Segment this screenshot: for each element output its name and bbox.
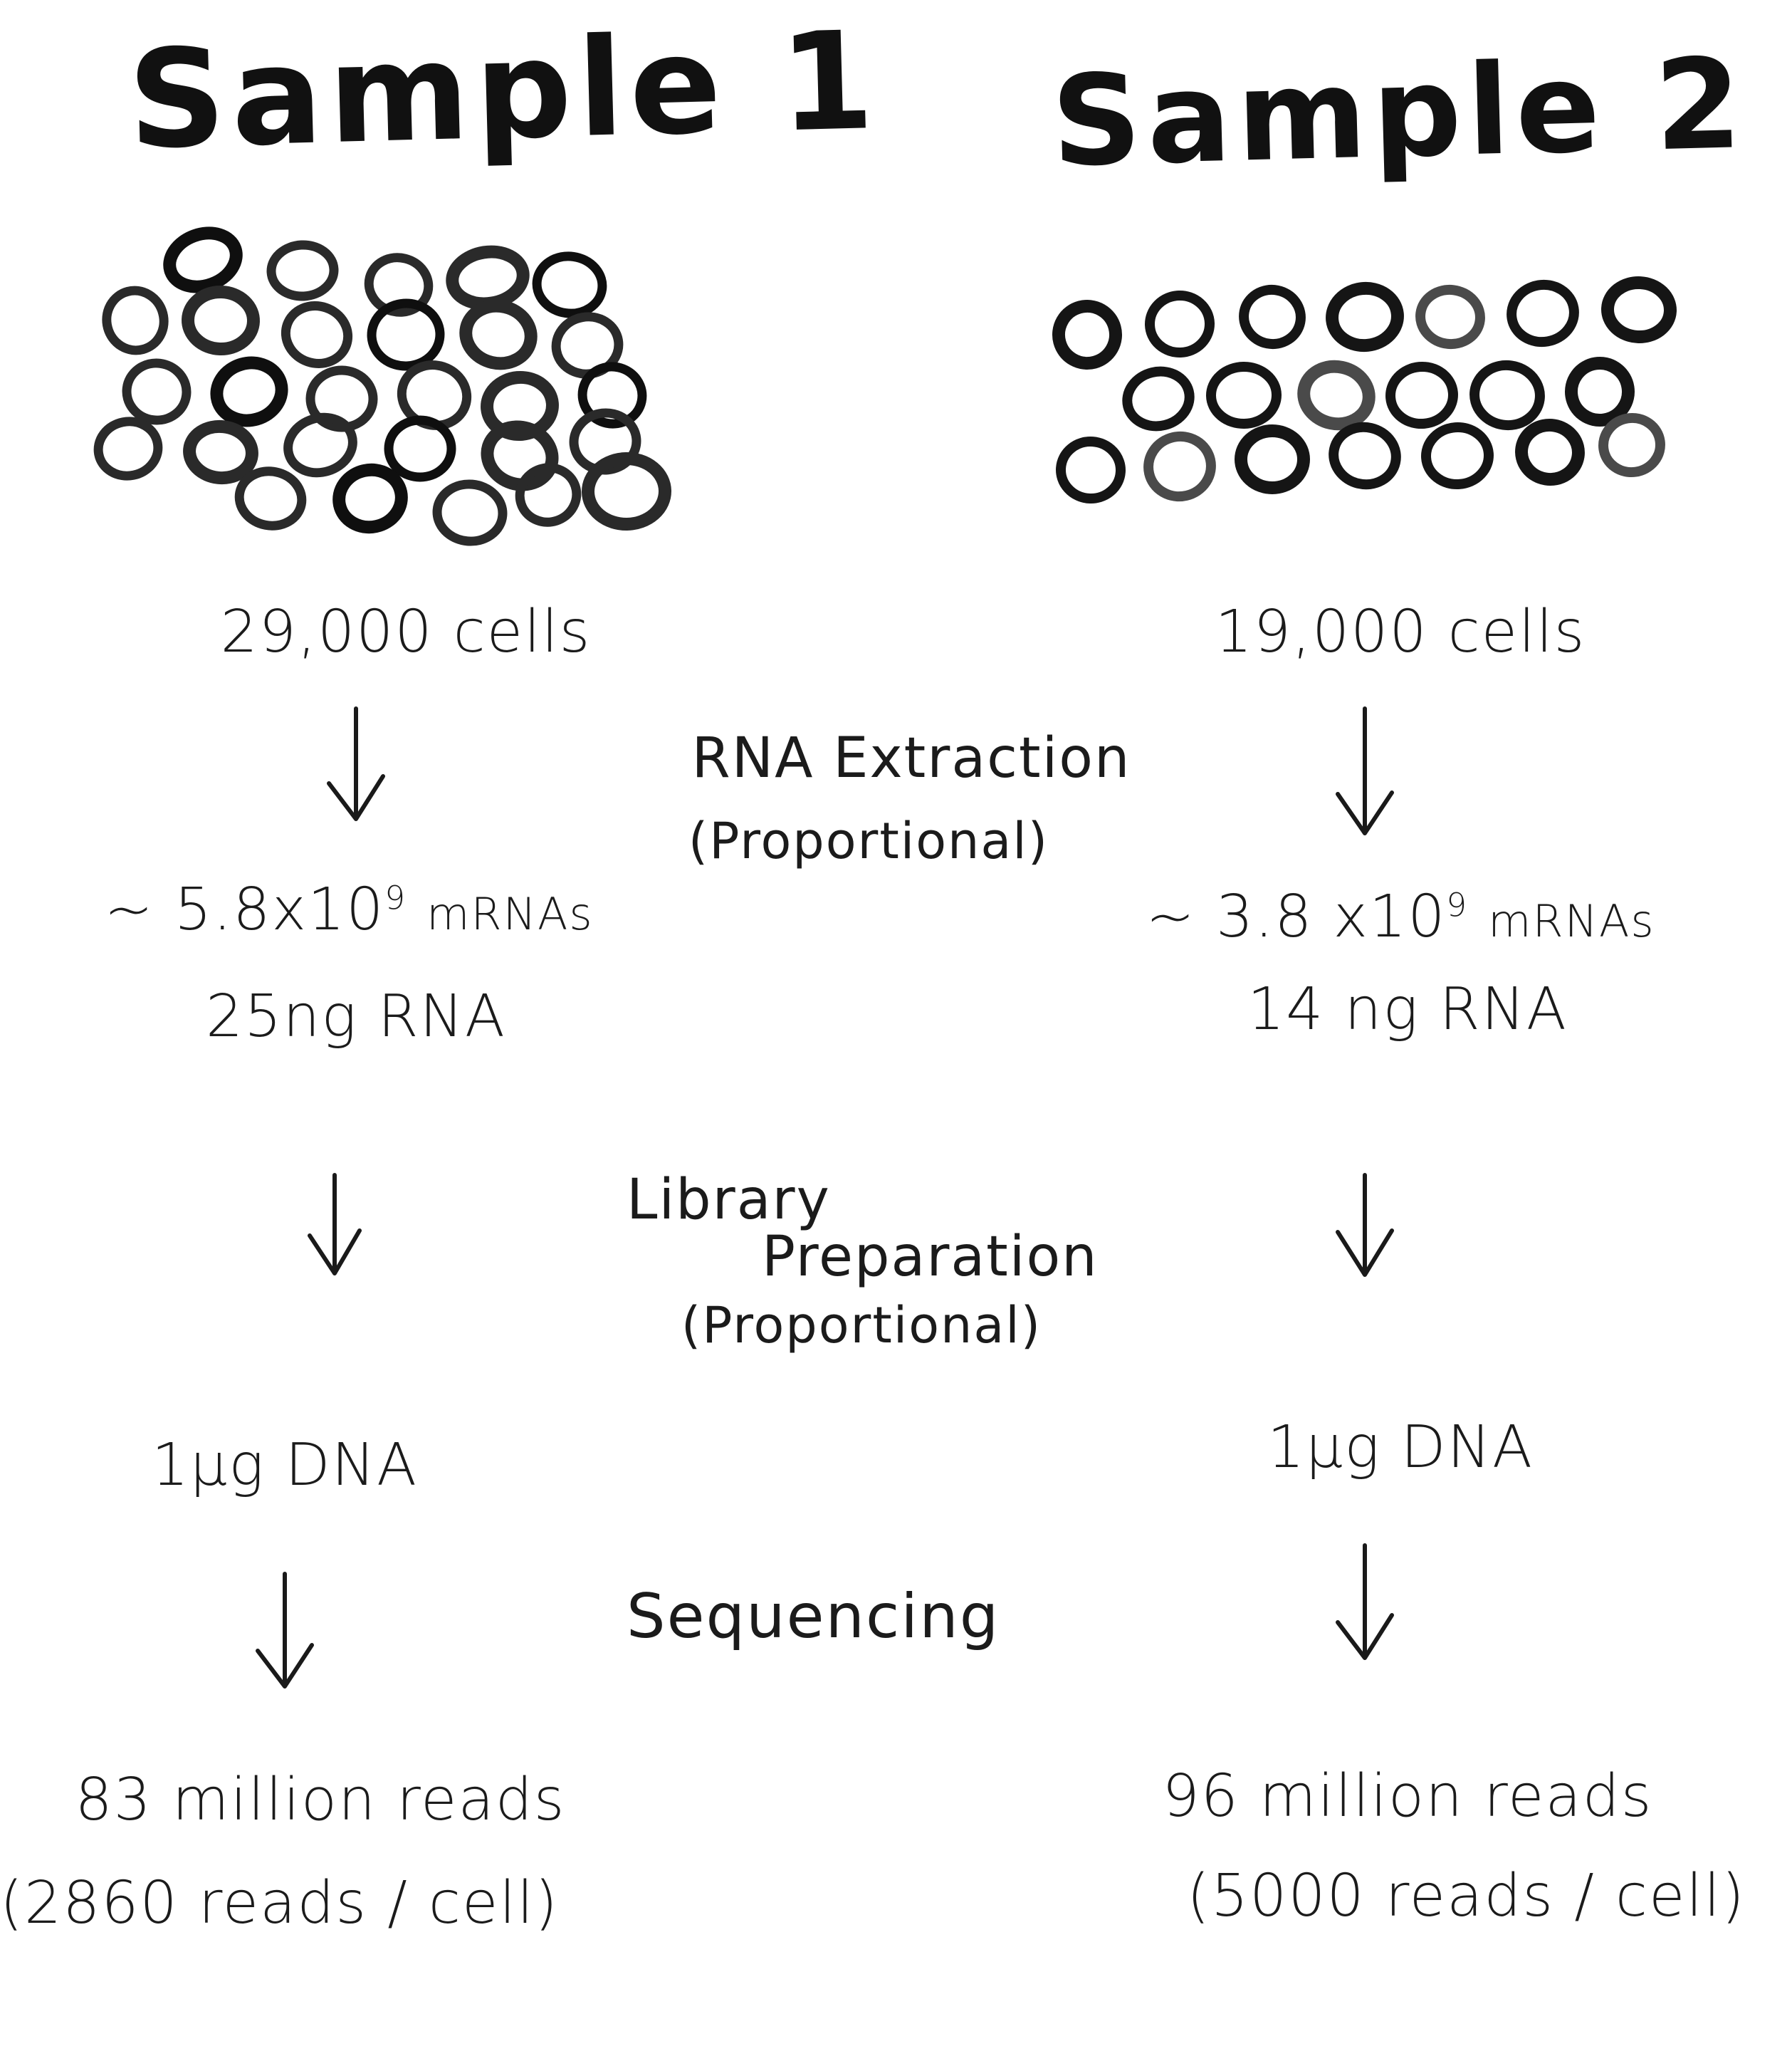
cell-ring [367,298,445,371]
cell-ring [481,370,559,442]
cell-ring [163,226,243,293]
sample-2-mrna-exponent: 9 [1446,886,1469,924]
cell-ring [1206,361,1282,429]
cell-ring [1052,300,1122,370]
cell-ring [1415,284,1485,350]
step-rna-extraction: RNA Extraction [691,726,1131,790]
cell-ring [266,240,339,301]
cell-ring [102,286,169,355]
down-arrow-icon [1336,1543,1394,1660]
cell-ring [1326,281,1404,353]
cell-ring [1143,431,1216,502]
sample-2-title: Sample 2 [1049,31,1749,195]
cell-ring [1565,357,1635,427]
cell-ring [1297,360,1376,431]
sample-2-cell-count: 19,000 cells [1215,598,1586,666]
sample-1-reads-per-cell: (2860 reads / cell) [0,1869,559,1937]
down-arrow-icon [1336,706,1394,835]
sample-1-mrna-value: ~ 5.8x10 [104,876,385,944]
cell-ring [459,299,538,370]
sample-2-mrna-value: ~ 3.8 x10 [1146,883,1447,951]
cell-ring [281,301,353,368]
cell-ring [283,412,357,478]
cell-ring [332,463,408,534]
cell-ring [1329,422,1401,490]
sample-1-cell-cluster [93,226,671,546]
sample-1-mrna-exponent: 9 [384,879,407,917]
cell-ring [577,362,647,429]
step-library-note: (Proportional) [681,1296,1042,1355]
step-library-line-1: Library [627,1168,831,1232]
step-sequencing: Sequencing [627,1581,1000,1652]
cell-ring [234,466,307,531]
sample-2-reads-per-cell: (5000 reads / cell) [1187,1862,1746,1930]
sample-1-reads: 83 million reads [75,1766,566,1834]
cell-ring [384,415,456,482]
sample-1-mrna-count: ~ 5.8x109 mRNAs [28,876,669,944]
cell-ring [183,419,258,485]
cell-ring [1145,290,1215,358]
cell-ring [1598,412,1665,478]
cell-ring [1235,424,1310,494]
sample-2-reads: 96 million reads [1162,1763,1653,1830]
sample-2-rna-mass: 14 ng RNA [1247,976,1568,1043]
cell-ring [122,358,192,425]
cell-ring [93,417,163,481]
cell-ring [1421,422,1494,490]
cell-ring [446,245,530,310]
cell-ring [364,253,434,317]
cell-ring [432,479,508,546]
step-rna-extraction-note: (Proportional) [688,812,1049,870]
cell-ring [532,251,607,318]
cell-ring [1056,436,1126,504]
cell-ring [1507,279,1579,348]
sample-1-rna-mass: 25ng RNA [206,983,506,1050]
cell-ring [1239,284,1306,350]
sample-2-mrna-count: ~ 3.8 x109 mRNAs [1080,883,1721,951]
cell-ring [1515,418,1585,486]
down-arrow-icon [327,706,385,821]
cell-ring [1469,360,1545,431]
cell-ring [582,452,671,531]
cell-ring [1122,366,1195,432]
cell-ring [1385,361,1458,429]
sample-2-mrna-unit: mRNAs [1488,895,1655,947]
cell-ring [210,356,288,427]
sample-2-column: Sample 2 19,000 cells ~ 3.8 x109 mRNAs 1… [1009,0,1792,2051]
cell-ring [1601,276,1677,344]
cell-ring [182,285,260,356]
cell-ring [515,463,582,527]
sample-1-cell-count: 29,000 cells [220,598,592,666]
sample-1-dna-mass: 1µg DNA [151,1431,419,1499]
down-arrow-icon [1336,1173,1394,1277]
step-library-line-2: Preparation [762,1225,1099,1289]
sample-1-column: Sample 1 29,000 cells ~ 5.8x109 mRNAs 25… [0,0,882,2051]
down-arrow-icon [308,1173,362,1275]
down-arrow-icon [256,1572,314,1689]
sample-2-dna-mass: 1µg DNA [1267,1414,1534,1481]
sample-2-cell-cluster [1052,276,1677,504]
sample-1-mrna-unit: mRNAs [426,888,594,940]
sample-1-title: Sample 1 [126,1,882,179]
